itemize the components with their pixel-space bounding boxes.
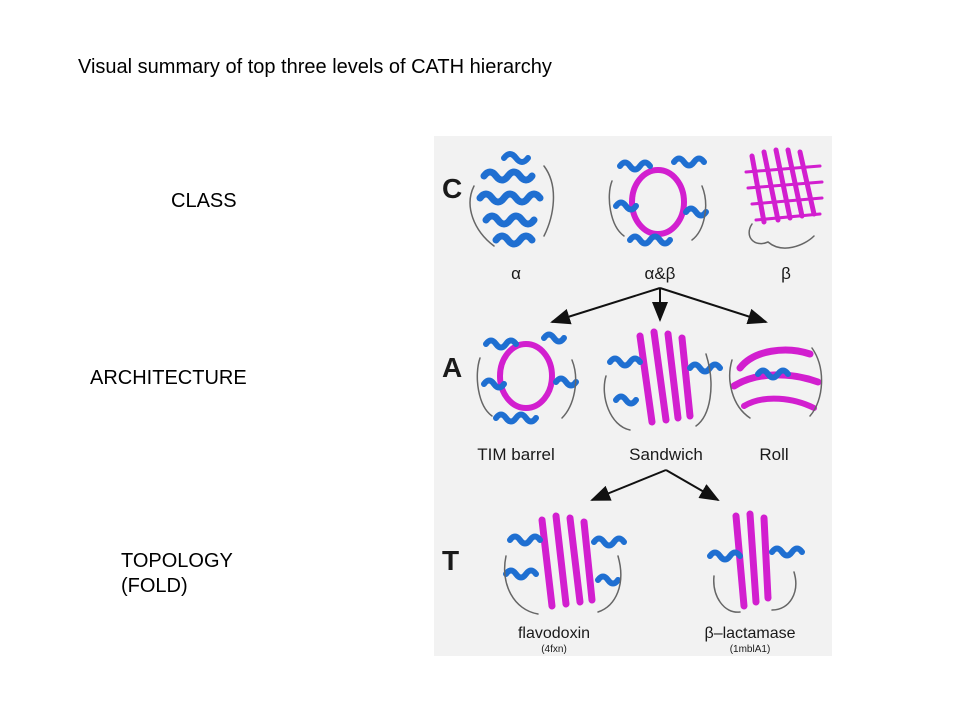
row-letter-a: A [442, 352, 462, 383]
topo-label-lactamase: β–lactamase [704, 625, 795, 642]
arch-label-roll: Roll [759, 445, 788, 464]
class-to-architecture-arrows [550, 287, 768, 325]
topo-label-flavodoxin: flavodoxin [518, 625, 590, 642]
beta-lactamase-structure [707, 510, 805, 613]
row-letter-t: T [442, 545, 459, 576]
level-topology-label: TOPOLOGY (FOLD) [121, 549, 233, 599]
class-label-alpha: α [511, 264, 521, 283]
level-class-label: CLASS [171, 190, 237, 212]
level-topology-line1: TOPOLOGY [121, 550, 233, 572]
class-label-beta: β [781, 264, 791, 283]
architecture-to-topology-arrows [590, 469, 720, 501]
topo-code-lactamase: (1mblA1) [730, 644, 771, 655]
arch-label-tim-barrel: TIM barrel [477, 445, 554, 464]
level-architecture-label: ARCHITECTURE [90, 367, 247, 389]
sandwich-structure [603, 328, 723, 431]
cath-hierarchy-figure: C A T α α&β β [434, 136, 832, 656]
alpha-beta-class-structure [608, 155, 709, 247]
level-topology-line2: (FOLD) [121, 575, 188, 597]
row-letter-c: C [442, 173, 462, 204]
roll-structure [729, 346, 823, 419]
arch-label-sandwich: Sandwich [629, 445, 703, 464]
page-title: Visual summary of top three levels of CA… [78, 56, 552, 78]
class-label-alpha-beta: α&β [645, 264, 676, 283]
alpha-class-structure [469, 151, 555, 248]
flavodoxin-structure [503, 512, 627, 615]
beta-class-structure [744, 147, 824, 249]
tim-barrel-structure [476, 331, 579, 425]
topo-code-flavodoxin: (4fxn) [541, 644, 567, 655]
